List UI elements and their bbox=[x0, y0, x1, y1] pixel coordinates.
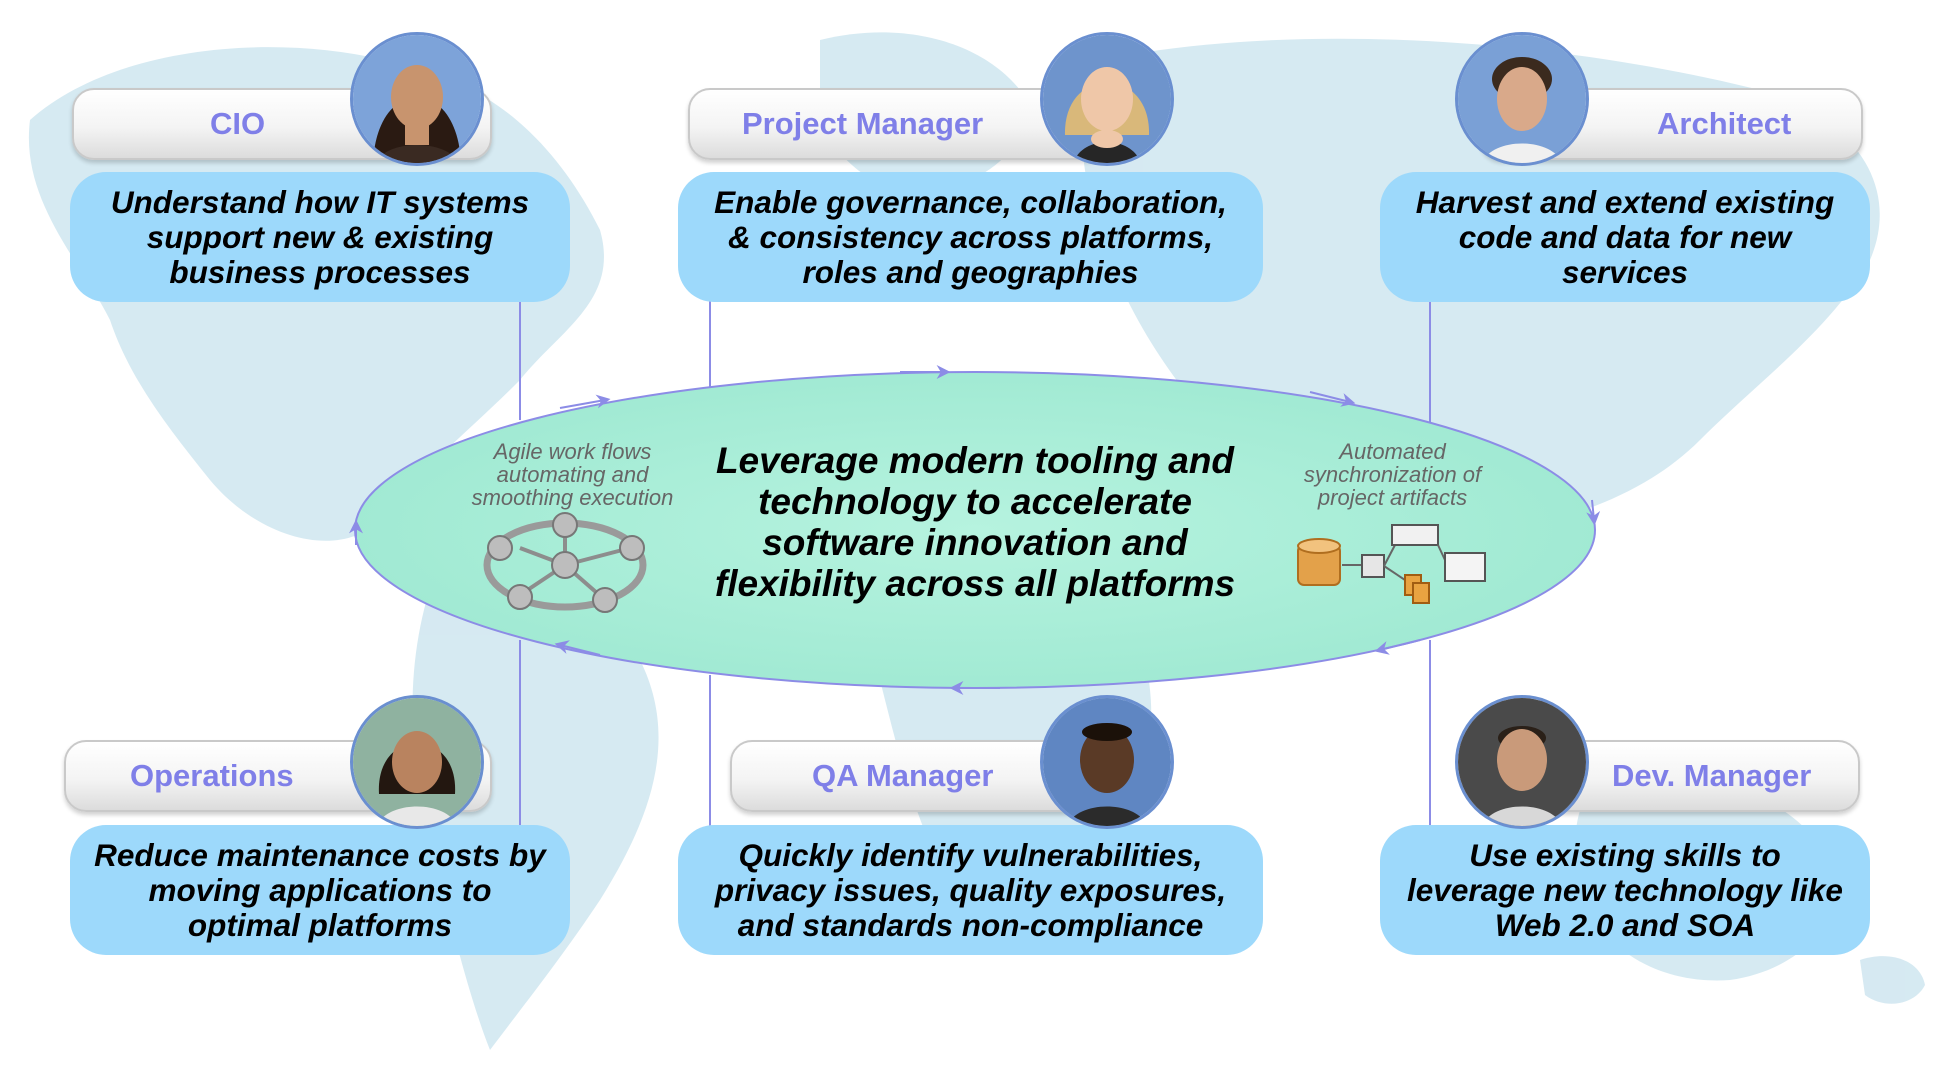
role-label: Project Manager bbox=[742, 106, 984, 141]
woman-portrait-icon bbox=[353, 698, 481, 826]
role-label: CIO bbox=[210, 106, 266, 141]
goal-text: Quickly identify vulnerabilities, privac… bbox=[714, 836, 1227, 943]
agile-workflow-note: Agile work flows automating and smoothin… bbox=[471, 439, 674, 510]
role-label: Operations bbox=[130, 758, 294, 793]
role-label: Dev. Manager bbox=[1612, 758, 1812, 793]
avatar-architect bbox=[1455, 32, 1589, 166]
artifact-flow-icon bbox=[1297, 524, 1486, 604]
woman-portrait-icon bbox=[353, 35, 481, 163]
goal-box-project-manager: Enable governance, collaboration, & cons… bbox=[678, 172, 1263, 302]
artifact-sync-note: Automated synchronization of project art… bbox=[1303, 439, 1482, 510]
role-tab-project-manager: Project Manager bbox=[688, 88, 1108, 160]
avatar-project-manager bbox=[1040, 32, 1174, 166]
role-label: Architect bbox=[1657, 106, 1792, 141]
goal-text: Enable governance, collaboration, & cons… bbox=[714, 183, 1227, 290]
man-portrait-icon bbox=[1043, 698, 1171, 826]
goal-text: Reduce maintenance costs by moving appli… bbox=[94, 836, 546, 943]
avatar-dev-manager bbox=[1455, 695, 1589, 829]
goal-box-dev-manager: Use existing skills to leverage new tech… bbox=[1380, 825, 1870, 955]
goal-box-architect: Harvest and extend existing code and dat… bbox=[1380, 172, 1870, 302]
goal-box-qa-manager: Quickly identify vulnerabilities, privac… bbox=[678, 825, 1263, 955]
goal-text: Use existing skills to leverage new tech… bbox=[1407, 836, 1843, 943]
avatar-operations bbox=[350, 695, 484, 829]
network-hub-icon bbox=[483, 512, 647, 613]
avatar-qa-manager bbox=[1040, 695, 1174, 829]
avatar-cio bbox=[350, 32, 484, 166]
goal-box-operations: Reduce maintenance costs by moving appli… bbox=[70, 825, 570, 955]
flow-arrows bbox=[349, 365, 1601, 695]
center-headline: Leverage modern tooling and technology t… bbox=[714, 440, 1236, 604]
goal-box-cio: Understand how IT systems support new & … bbox=[70, 172, 570, 302]
man-portrait-icon bbox=[1458, 35, 1586, 163]
woman-portrait-icon bbox=[1043, 35, 1171, 163]
goal-text: Harvest and extend existing code and dat… bbox=[1415, 183, 1835, 290]
goal-text: Understand how IT systems support new & … bbox=[110, 183, 530, 290]
man-portrait-icon bbox=[1458, 698, 1586, 826]
role-label: QA Manager bbox=[812, 758, 994, 793]
